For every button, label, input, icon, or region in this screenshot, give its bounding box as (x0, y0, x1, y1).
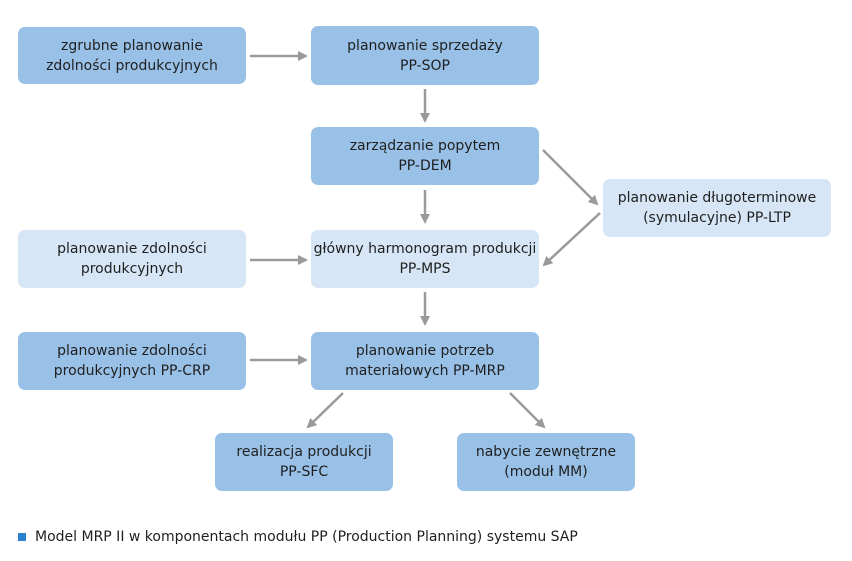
box-ltp-line2: (symulacyjne) PP-LTP (643, 210, 791, 226)
box-planowanie-zdolnosci: planowanie zdolności produkcyjnych (18, 230, 246, 288)
arrow-dem-to-ltp (542, 149, 599, 206)
box-mrp-line1: planowanie potrzeb (355, 343, 495, 359)
box-pp-sop: planowanie sprzedaży PP-SOP (311, 26, 539, 85)
box-sop-line1: planowanie sprzedaży (347, 37, 503, 54)
box-pp-crp: planowanie zdolności produkcyjnych PP-CR… (18, 332, 246, 390)
box-mps-line1: główny harmonogram produkcji (313, 241, 537, 257)
box-mm-line1: nabycie zewnętrzne (475, 444, 617, 460)
box-pp-mrp: planowanie potrzeb materiałowych PP-MRP (311, 332, 539, 390)
box-zgrubne-line1: zgrubne planowanie (61, 37, 203, 54)
box-zgrubne-line2: zdolności produkcyjnych (46, 57, 218, 74)
box-pp-dem: zarządzanie popytem PP-DEM (311, 127, 539, 185)
caption-text: Model MRP II w komponentach modułu PP (P… (35, 529, 578, 545)
box-sfc-line2: PP-SFC (279, 464, 329, 480)
box-crp-line1: planowanie zdolności (57, 343, 207, 359)
box-pp-ltp: planowanie długoterminowe (symulacyjne) … (603, 179, 831, 237)
box-zdolnosci-line2: produkcyjnych (80, 261, 184, 277)
box-sop-line2: PP-SOP (400, 57, 450, 74)
box-pp-mps: główny harmonogram produkcji PP-MPS (311, 230, 539, 288)
box-mm: nabycie zewnętrzne (moduł MM) (457, 433, 635, 491)
box-dem-line1: zarządzanie popytem (349, 138, 501, 154)
box-zdolnosci-line1: planowanie zdolności (57, 241, 207, 257)
caption-marker-icon (18, 533, 26, 541)
box-crp-line2: produkcyjnych PP-CRP (53, 363, 211, 379)
box-mps-line2: PP-MPS (399, 261, 451, 277)
box-zgrubne-planowanie: zgrubne planowanie zdolności produkcyjny… (18, 27, 246, 84)
box-sfc-line1: realizacja produkcji (236, 444, 372, 460)
box-ltp-line1: planowanie długoterminowe (617, 190, 817, 206)
box-dem-line2: PP-DEM (398, 158, 452, 174)
arrow-mrp-to-mm (509, 392, 546, 429)
figure-caption: Model MRP II w komponentach modułu PP (P… (18, 529, 578, 545)
box-mm-line2: (moduł MM) (504, 464, 588, 480)
arrow-mrp-to-sfc (306, 392, 344, 429)
arrow-ltp-to-mps (542, 212, 601, 267)
box-mrp-line2: materiałowych PP-MRP (345, 363, 505, 379)
box-pp-sfc: realizacja produkcji PP-SFC (215, 433, 393, 491)
